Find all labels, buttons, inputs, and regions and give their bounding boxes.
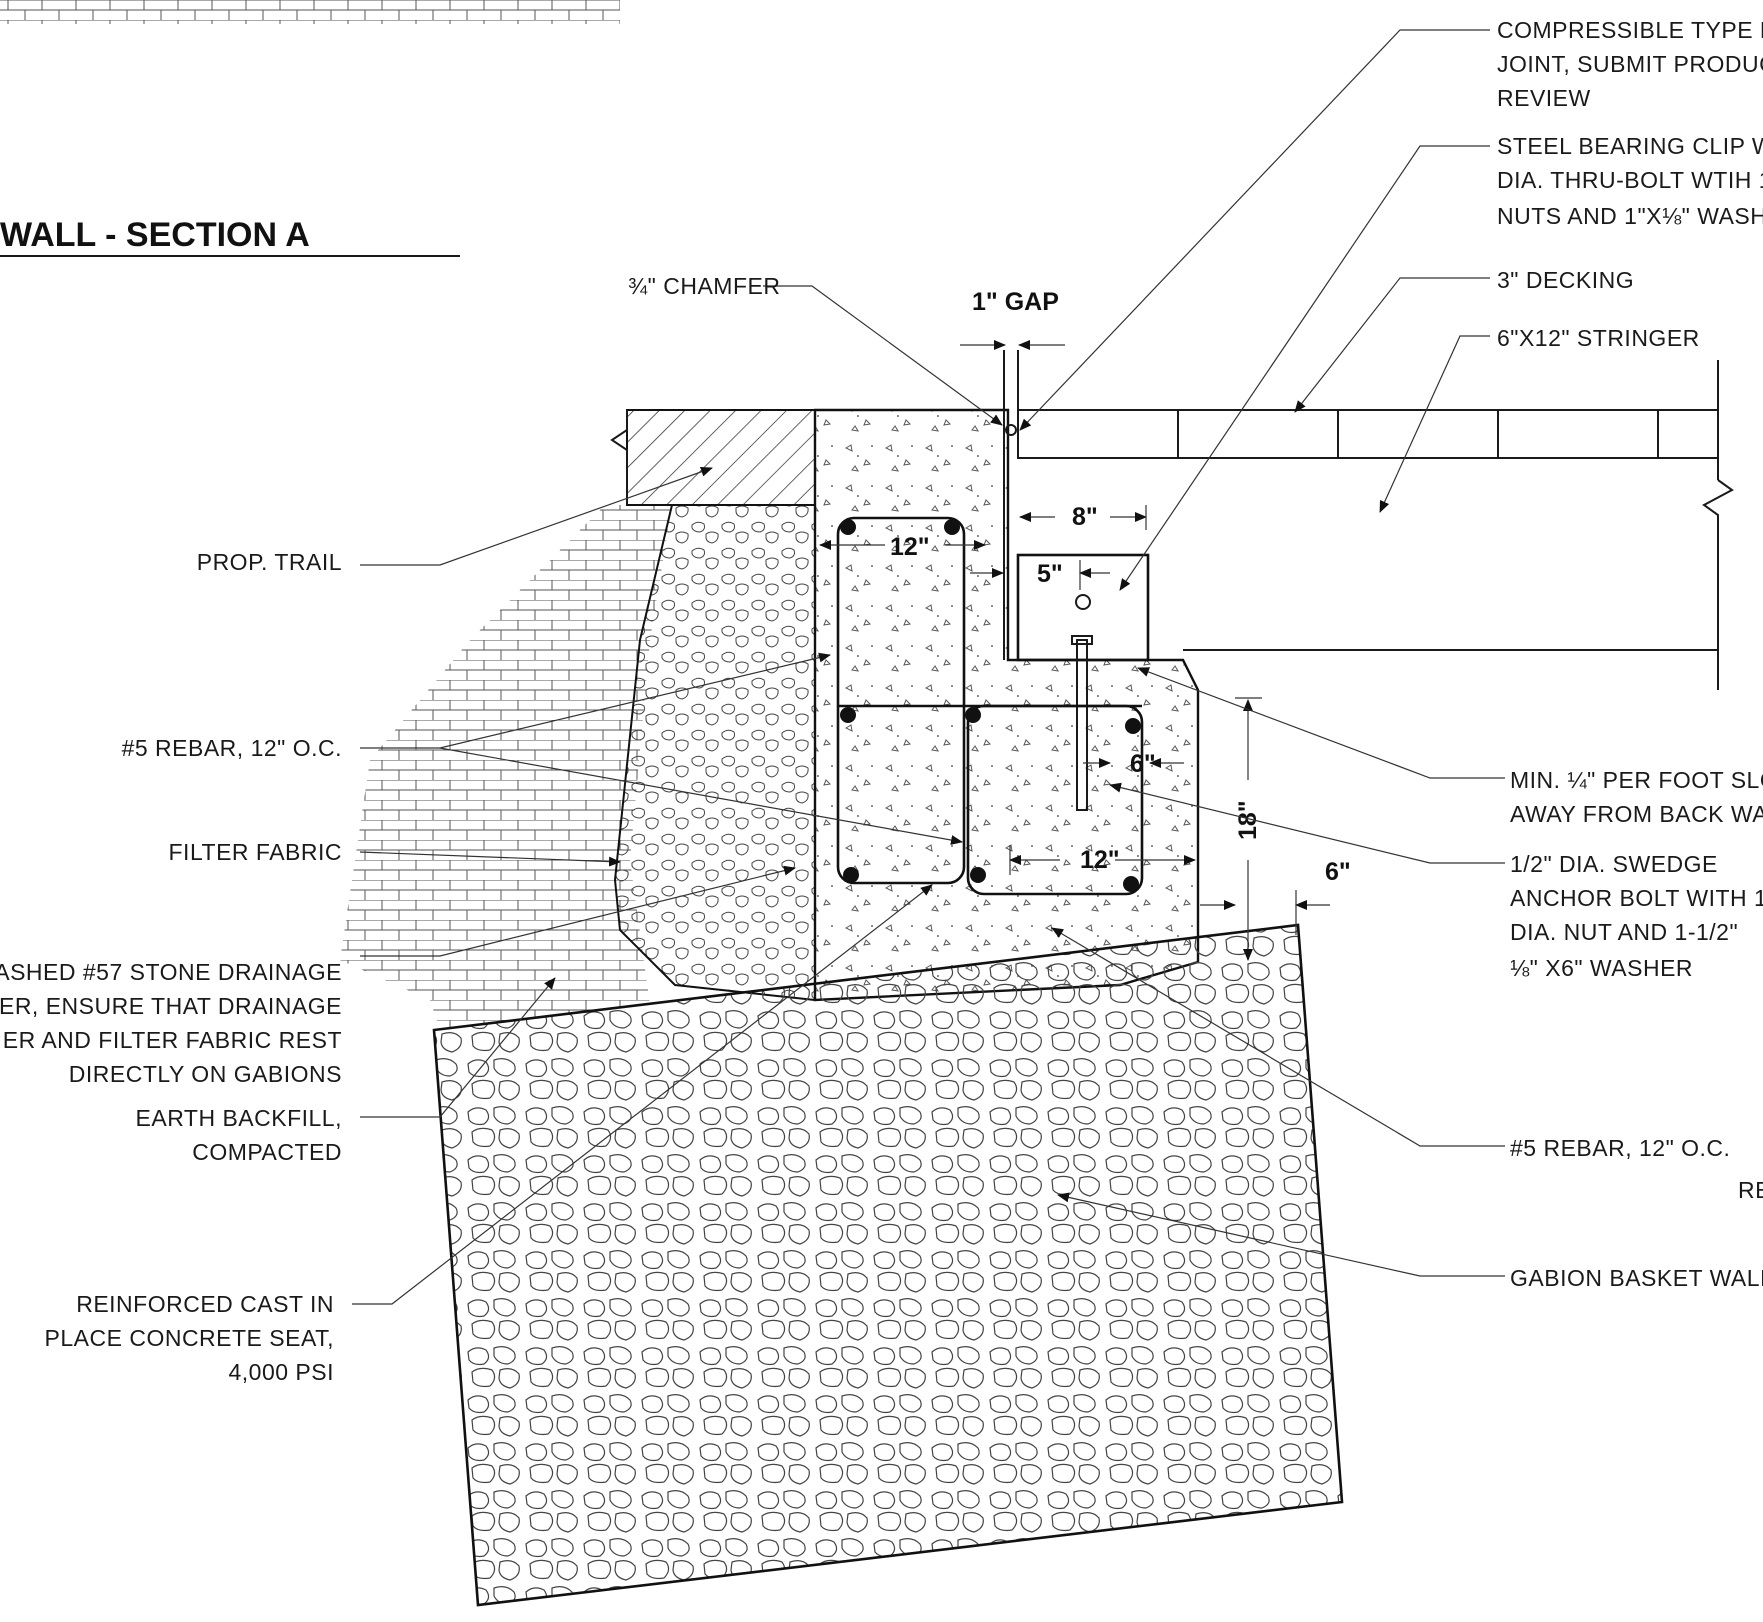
dim-gap: 1" GAP xyxy=(972,288,1059,316)
svg-text:⅛" X6" WASHER: ⅛" X6" WASHER xyxy=(1510,955,1693,981)
break-line-left xyxy=(610,410,628,505)
note-rebar-lower: #5 REBAR, 12" O.C. xyxy=(1510,1135,1730,1161)
svg-text:AWAY FROM BACK WAL: AWAY FROM BACK WAL xyxy=(1510,801,1763,827)
svg-text:PLACE CONCRETE SEAT,: PLACE CONCRETE SEAT, xyxy=(45,1325,334,1351)
note-chamfer: ¾" CHAMFER xyxy=(628,273,780,299)
dim-5: 5" xyxy=(1037,560,1063,588)
leader-lines xyxy=(352,29,1505,1305)
svg-text:NUTS AND 1"X⅛" WASHE: NUTS AND 1"X⅛" WASHE xyxy=(1497,203,1763,229)
svg-text:WALL - SECTION A: WALL - SECTION A xyxy=(0,216,310,254)
dim-8: 8" xyxy=(1072,503,1098,531)
decking xyxy=(1017,409,1719,459)
svg-text:ER AND FILTER FABRIC REST: ER AND FILTER FABRIC REST xyxy=(3,1027,342,1053)
rebar-lower xyxy=(838,704,1144,896)
earth-backfill-hatch xyxy=(340,505,672,1030)
prop-trail-hatch xyxy=(626,409,816,506)
svg-text:DIRECTLY ON GABIONS: DIRECTLY ON GABIONS xyxy=(69,1061,342,1087)
svg-text:REVIEW: REVIEW xyxy=(1497,85,1591,111)
note-re-fragment: RE xyxy=(1738,1177,1763,1203)
svg-text:4,000 PSI: 4,000 PSI xyxy=(228,1359,334,1385)
note-filter-fabric: FILTER FABRIC xyxy=(169,839,343,865)
svg-text:JOINT, SUBMIT PRODUCT: JOINT, SUBMIT PRODUCT xyxy=(1497,51,1763,77)
bearing-clip xyxy=(1016,553,1150,662)
rebar-upper xyxy=(836,516,966,885)
note-prop-trail: PROP. TRAIL xyxy=(197,549,342,575)
dim-6-outer: 6" xyxy=(1325,858,1351,886)
note-rebar-upper: #5 REBAR, 12" O.C. xyxy=(122,735,342,761)
stringer xyxy=(1018,360,1734,690)
svg-text:COMPRESSIBLE TYPE EX: COMPRESSIBLE TYPE EX xyxy=(1497,17,1763,43)
note-stone-drainage: ASHED #57 STONE DRAINAGE YER, ENSURE THA… xyxy=(0,959,342,1087)
gabion-basket xyxy=(432,923,1344,1607)
note-decking: 3" DECKING xyxy=(1497,267,1634,293)
dim-12-lower: 12" xyxy=(1080,846,1120,874)
svg-text:DIA. THRU-BOLT WTIH 1: DIA. THRU-BOLT WTIH 1 xyxy=(1497,167,1763,193)
note-concrete-seat: REINFORCED CAST IN PLACE CONCRETE SEAT, … xyxy=(45,1291,334,1385)
note-slope: MIN. ¼" PER FOOT SLO AWAY FROM BACK WAL xyxy=(1510,767,1763,827)
svg-text:EARTH BACKFILL,: EARTH BACKFILL, xyxy=(136,1105,342,1131)
svg-text:DIA. NUT AND 1-1/2": DIA. NUT AND 1-1/2" xyxy=(1510,919,1738,945)
svg-text:1/2" DIA. SWEDGE: 1/2" DIA. SWEDGE xyxy=(1510,851,1718,877)
dimension-lines xyxy=(819,340,1330,961)
rebar-dots xyxy=(840,519,1141,892)
dim-12-upper: 12" xyxy=(890,533,930,561)
section-title: WALL - SECTION A xyxy=(0,216,460,257)
expansion-joint xyxy=(1003,350,1019,660)
svg-text:YER, ENSURE THAT DRAINAGE: YER, ENSURE THAT DRAINAGE xyxy=(0,993,342,1019)
note-expansion-joint: COMPRESSIBLE TYPE EX JOINT, SUBMIT PRODU… xyxy=(1497,17,1763,111)
note-earth-backfill: EARTH BACKFILL, COMPACTED xyxy=(136,1105,342,1165)
svg-text:COMPACTED: COMPACTED xyxy=(192,1139,342,1165)
svg-text:ASHED #57 STONE DRAINAGE: ASHED #57 STONE DRAINAGE xyxy=(0,959,342,985)
dim-6-inner: 6" xyxy=(1130,750,1156,778)
svg-text:MIN. ¼" PER FOOT SLO: MIN. ¼" PER FOOT SLO xyxy=(1510,767,1763,793)
note-anchor-bolt: 1/2" DIA. SWEDGE ANCHOR BOLT WITH 1/ DIA… xyxy=(1510,851,1763,981)
note-stringer: 6"X12" STRINGER xyxy=(1497,325,1700,351)
dim-18: 18" xyxy=(1234,800,1262,840)
svg-text:REINFORCED CAST IN: REINFORCED CAST IN xyxy=(76,1291,334,1317)
svg-text:ANCHOR BOLT WITH 1/: ANCHOR BOLT WITH 1/ xyxy=(1510,885,1763,911)
top-pattern-fragment xyxy=(0,0,620,24)
note-bearing-clip: STEEL BEARING CLIP WI DIA. THRU-BOLT WTI… xyxy=(1497,133,1763,229)
anchor-bolt xyxy=(1071,635,1093,811)
note-gabion: GABION BASKET WALL xyxy=(1510,1265,1763,1291)
svg-text:STEEL BEARING CLIP WI: STEEL BEARING CLIP WI xyxy=(1497,133,1763,159)
